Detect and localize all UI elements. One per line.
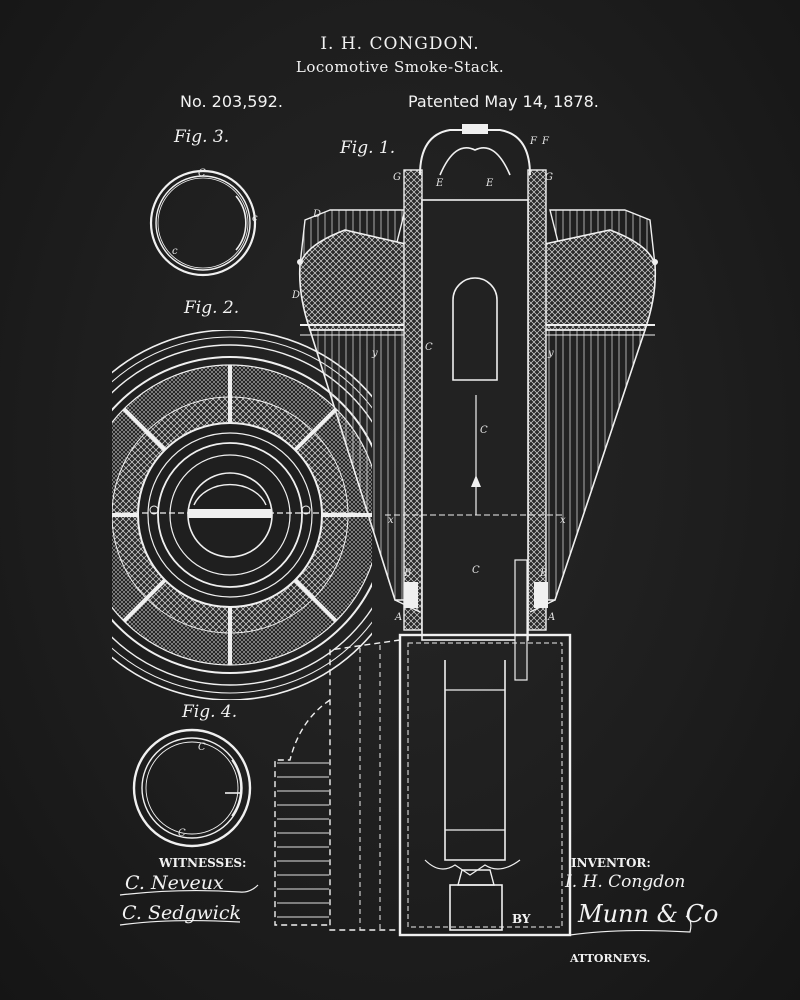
attorney-signature: Munn & Co xyxy=(578,900,719,928)
ref-letter: C xyxy=(178,828,186,839)
ref-letter: x xyxy=(560,515,566,526)
ref-letter: G xyxy=(393,172,401,183)
ref-letter: D xyxy=(292,290,301,301)
ref-letter: A xyxy=(395,612,403,623)
witness-2-signature: C. Sedgwick xyxy=(122,902,242,924)
ref-letter: y xyxy=(548,348,554,359)
fig4-label: Fig. 4. xyxy=(182,702,238,722)
inventor-signature: I. H. Congdon xyxy=(565,872,686,892)
ref-letter: C xyxy=(472,565,480,576)
inventor-name-heading: I. H. CONGDON. xyxy=(320,34,480,54)
ref-letter: E xyxy=(436,178,444,189)
ref-letter: E xyxy=(486,178,494,189)
fig1-label: Fig. 1. xyxy=(340,138,396,158)
ref-letter: C xyxy=(198,168,206,179)
inventor-label: INVENTOR: xyxy=(571,856,651,870)
ref-letter: B xyxy=(540,568,548,579)
ref-letter: C xyxy=(198,742,206,753)
ref-letter: c xyxy=(252,213,258,224)
witnesses-label: WITNESSES: xyxy=(159,856,247,870)
ref-letter: C xyxy=(480,425,488,436)
fig2-label: Fig. 2. xyxy=(184,298,240,318)
patent-date: Patented May 14, 1878. xyxy=(408,92,599,111)
fig3-label: Fig. 3. xyxy=(174,127,230,147)
ref-letter: A xyxy=(548,612,556,623)
by-label: BY xyxy=(512,912,531,926)
ref-letter: F xyxy=(542,136,549,147)
smokebox-drawing xyxy=(274,633,572,937)
attorneys-label: ATTORNEYS. xyxy=(570,952,651,965)
ref-letter: G xyxy=(545,172,553,183)
ref-letter: C xyxy=(425,342,433,353)
patent-number: No. 203,592. xyxy=(180,92,283,111)
fig3-drawing xyxy=(149,169,257,277)
ref-letter: c xyxy=(172,246,178,257)
ref-letter: F xyxy=(530,136,537,147)
ref-letter: x xyxy=(388,515,394,526)
ref-letter: D xyxy=(313,209,322,220)
signature-flourishes xyxy=(119,884,692,936)
invention-title: Locomotive Smoke-Stack. xyxy=(295,58,505,76)
ref-letter: B xyxy=(404,568,412,579)
fig4-drawing xyxy=(132,728,252,848)
witness-1-signature: C. Neveux xyxy=(125,872,224,894)
ref-letter: y xyxy=(372,348,378,359)
fig2-drawing xyxy=(112,330,372,700)
fig1-drawing xyxy=(297,124,658,681)
